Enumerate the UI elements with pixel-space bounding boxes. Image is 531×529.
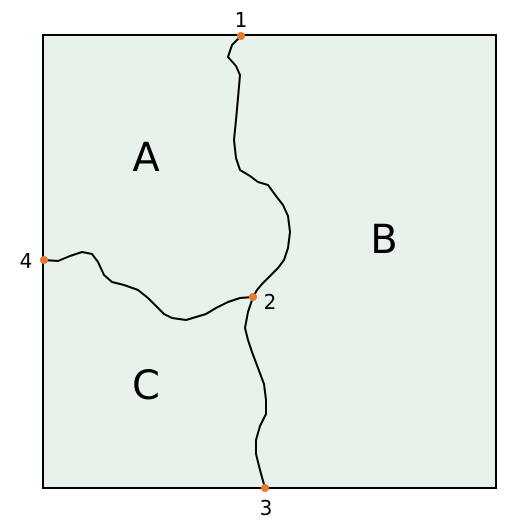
point-4-label: 4 xyxy=(20,249,33,273)
point-2-marker xyxy=(249,293,257,301)
point-1-label: 1 xyxy=(235,8,248,32)
map-area xyxy=(42,34,497,489)
region-c-label: C xyxy=(132,363,160,409)
region-b-label: B xyxy=(370,217,397,263)
point-4-marker xyxy=(40,256,48,264)
boundary-4-2 xyxy=(43,251,254,321)
boundary-1-2 xyxy=(227,35,291,298)
point-2-label: 2 xyxy=(264,290,277,314)
region-a-label: A xyxy=(132,135,160,181)
boundary-2-3 xyxy=(244,296,267,489)
point-1-marker xyxy=(237,32,245,40)
point-3-marker xyxy=(261,484,269,492)
point-3-label: 3 xyxy=(260,496,273,520)
